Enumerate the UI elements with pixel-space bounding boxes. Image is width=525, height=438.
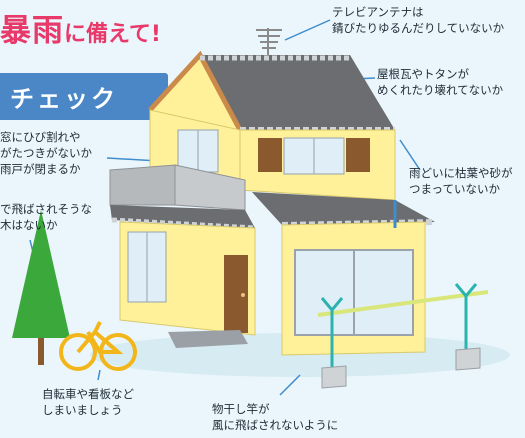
pole-note-line: 物干し竿が (212, 402, 270, 416)
clothes-pole (317, 283, 489, 389)
upper-side-window (177, 129, 219, 173)
page-title: 暴雨に備えて! (0, 16, 161, 47)
upper-front-window (258, 137, 370, 175)
bicycle-note-line: 自転車や看板など (42, 387, 134, 401)
window-note-line: 雨戸が閉まるか (0, 162, 81, 176)
balcony (109, 164, 246, 211)
bicycle-callout-line (97, 369, 101, 381)
check-banner-label: チェック (10, 85, 118, 113)
upper-roof (148, 50, 395, 133)
lower-right-window (294, 249, 414, 336)
tree-note-line: 木はないか (0, 218, 58, 232)
window-note: 窓にひび割れや がたつきがないか 雨戸が閉まるか (0, 129, 92, 177)
bicycle-note-line: しまいましょう (42, 403, 123, 417)
tree-icon (12, 210, 70, 365)
window-note-line: 窓にひび割れや (0, 130, 81, 144)
title-main: 暴雨 (0, 13, 64, 49)
bicycle-note: 自転車や看板など しまいましょう (42, 386, 134, 418)
window-note-line: がたつきがないか (0, 146, 92, 160)
lower-middle-roof (110, 205, 256, 231)
roof-note-line: めくれたり壊れてないか (377, 83, 504, 97)
pole-callout-line (279, 374, 301, 396)
gutter-note-line: つまっていないか (409, 182, 500, 196)
antenna-note-line: テレビアンテナは (332, 5, 424, 19)
lower-left-window (127, 231, 167, 303)
pole-note: 物干し竿が 風に飛ばされないように (212, 401, 338, 433)
bicycle-icon (59, 321, 137, 371)
check-banner: チェック (0, 73, 168, 120)
antenna-note-line: 錆びたりゆるんだりしていないか (332, 21, 505, 35)
antenna-callout-line (284, 19, 331, 41)
entrance-step (168, 330, 248, 348)
gutter-callout-line (399, 139, 421, 171)
pole-note-line: 風に飛ばされないように (212, 418, 339, 432)
antenna-note: テレビアンテナは 錆びたりゆるんだりしていないか (332, 4, 504, 36)
gutter-note: 雨どいに枯葉や砂が つまっていないか (409, 165, 513, 197)
gutter-note-line: 雨どいに枯葉や砂が (409, 166, 513, 180)
tree-note-line: で飛ばされそうな (0, 202, 92, 216)
roof-note: 屋根瓦やトタンが めくれたり壊れてないか (377, 66, 503, 98)
roof-note-line: 屋根瓦やトタンが (377, 67, 469, 81)
tree-note: で飛ばされそうな 木はないか (0, 201, 92, 233)
front-door (224, 255, 248, 333)
title-sub: に備えて! (64, 22, 161, 47)
